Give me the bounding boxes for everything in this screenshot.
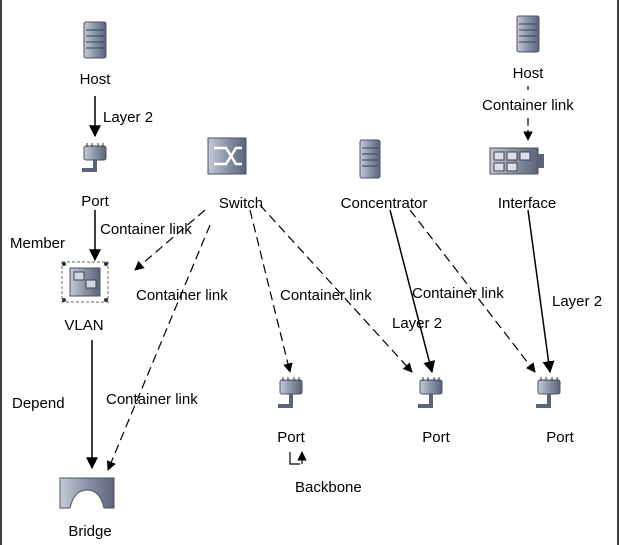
label-depend: Depend <box>12 395 65 412</box>
server-tower-icon <box>83 21 107 59</box>
host-right-node[interactable]: Host <box>513 15 545 82</box>
edge-backbone-loop <box>289 452 300 465</box>
label-layer2-left: Layer 2 <box>103 109 153 126</box>
host-left-label: Host <box>80 71 112 88</box>
switch-node[interactable]: Switch <box>207 137 263 212</box>
vlan-node[interactable]: VLAN <box>61 261 109 334</box>
edge-conc-port-right2 <box>409 209 536 373</box>
edge-interface-port-right2 <box>527 209 555 374</box>
label-container-right: Container link <box>482 97 574 114</box>
vlan-cluster-icon <box>61 261 109 303</box>
vlan-label: VLAN <box>64 317 103 334</box>
port-right2-label: Port <box>546 429 574 446</box>
port-right1-node[interactable]: Port <box>418 377 451 446</box>
server-tower-icon <box>359 139 381 179</box>
concentrator-label: Concentrator <box>341 195 428 212</box>
edge-switch-port-right1 <box>259 204 413 373</box>
port-plug-icon <box>536 377 561 408</box>
edge-switch-bridge <box>106 224 211 471</box>
server-tower-icon <box>516 15 540 53</box>
port-right2-node[interactable]: Port <box>536 377 575 446</box>
bridge-arch-icon <box>59 477 115 509</box>
label-container-switch-port: Container link <box>280 287 372 304</box>
switch-arrows-icon <box>207 137 247 175</box>
label-member: Member <box>10 235 65 252</box>
port-top-left-node[interactable]: Port <box>81 143 110 210</box>
port-plug-icon <box>418 377 443 408</box>
bridge-label: Bridge <box>68 523 111 540</box>
label-layer2-conc: Layer 2 <box>392 315 442 332</box>
port-mid-label: Port <box>277 429 305 446</box>
bridge-node[interactable]: Bridge <box>59 477 115 540</box>
port-top-left-label: Port <box>81 193 109 210</box>
concentrator-node[interactable]: Concentrator <box>341 139 428 212</box>
label-layer2-interface: Layer 2 <box>552 293 602 310</box>
network-card-icon <box>489 147 544 175</box>
host-left-node[interactable]: Host <box>80 21 112 88</box>
interface-node[interactable]: Interface <box>489 147 556 212</box>
switch-label: Switch <box>219 195 263 212</box>
label-backbone: Backbone <box>295 479 362 496</box>
label-container-switch-bridge: Container link <box>136 287 228 304</box>
label-container-conc-port: Container link <box>412 285 504 302</box>
host-right-label: Host <box>513 65 545 82</box>
port-right1-label: Port <box>422 429 450 446</box>
edge-conc-port-right1 <box>389 209 436 374</box>
port-plug-icon <box>82 143 107 172</box>
label-container-switch-vlan: Container link <box>100 221 192 238</box>
port-mid-node[interactable]: Port <box>277 377 306 446</box>
interface-label: Interface <box>498 195 556 212</box>
edge-switch-vlan <box>134 209 206 271</box>
port-plug-icon <box>278 377 303 408</box>
label-container-bridge: Container link <box>106 391 198 408</box>
